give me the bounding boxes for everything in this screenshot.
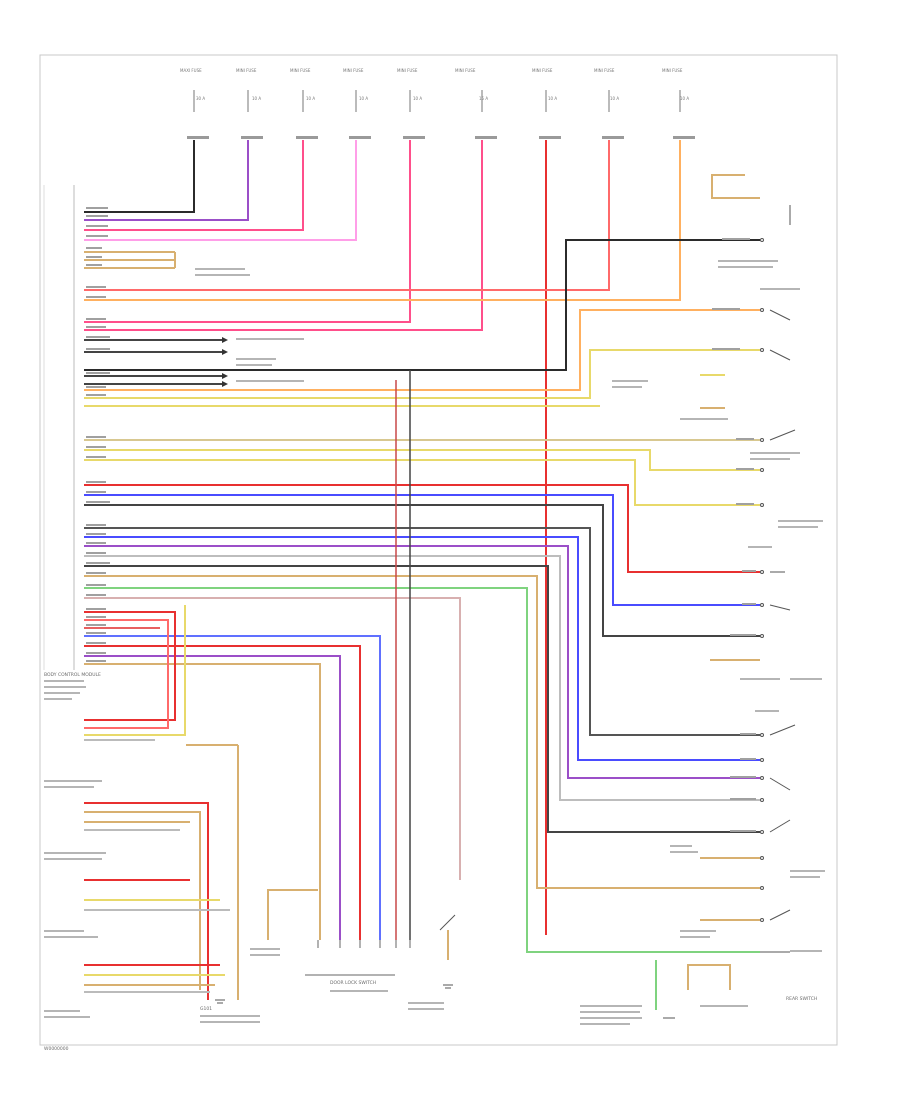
fuse-3: MINI FUSE 10 A xyxy=(290,68,315,101)
svg-text:10 A: 10 A xyxy=(306,96,315,101)
fuse-1-name: MAXI FUSE xyxy=(180,68,202,73)
bottom-connector xyxy=(305,940,411,976)
component-label-marks xyxy=(44,260,825,1025)
svg-text:15 A: 15 A xyxy=(479,96,488,101)
svg-text:10 A: 10 A xyxy=(359,96,368,101)
svg-text:10 A: 10 A xyxy=(610,96,619,101)
fuse-7: MINI FUSE 10 A xyxy=(532,68,557,101)
fuse-row: MAXI FUSE 30 A MINI FUSE 10 A MINI FUSE 10 … xyxy=(180,68,689,101)
wire-code-labels xyxy=(86,207,756,832)
svg-text:MINI FUSE: MINI FUSE xyxy=(343,68,364,73)
fuse-1: MAXI FUSE 30 A xyxy=(180,68,205,101)
door-lock-switch-label: DOOR LOCK SWITCH xyxy=(330,980,376,986)
svg-text:MINI FUSE: MINI FUSE xyxy=(455,68,476,73)
ground-symbols xyxy=(215,984,675,1019)
svg-text:MINI FUSE: MINI FUSE xyxy=(236,68,257,73)
component-stubs xyxy=(700,374,760,921)
switch-symbols xyxy=(439,205,796,953)
fuse-2: MINI FUSE 10 A xyxy=(236,68,261,101)
svg-text:MINI FUSE: MINI FUSE xyxy=(397,68,418,73)
rear-switch-label: REAR SWITCH xyxy=(786,996,817,1002)
svg-text:10 A: 10 A xyxy=(548,96,557,101)
wires xyxy=(84,140,760,1010)
fuse-9: MINI FUSE 10 A xyxy=(662,68,689,101)
footer-code: W0000000 xyxy=(44,1046,69,1052)
main-module-label: BODY CONTROL MODULE xyxy=(44,672,101,678)
svg-text:10 A: 10 A xyxy=(413,96,422,101)
svg-text:MINI FUSE: MINI FUSE xyxy=(662,68,683,73)
svg-text:MINI FUSE: MINI FUSE xyxy=(532,68,553,73)
connector-labels xyxy=(187,136,695,139)
svg-text:30 A: 30 A xyxy=(196,96,205,101)
arrow-markers xyxy=(222,337,228,387)
fuse-8: MINI FUSE 10 A xyxy=(594,68,619,101)
ground-label: G101 xyxy=(200,1006,212,1012)
fuse-4: MINI FUSE 10 A xyxy=(343,68,368,101)
fuse-symbols xyxy=(193,90,681,112)
svg-text:MINI FUSE: MINI FUSE xyxy=(594,68,615,73)
svg-text:10 A: 10 A xyxy=(252,96,261,101)
fuse-5: MINI FUSE 10 A xyxy=(397,68,422,101)
fuse-6: MINI FUSE 15 A xyxy=(455,68,488,101)
diagram-frame xyxy=(39,54,838,1046)
svg-text:MINI FUSE: MINI FUSE xyxy=(290,68,311,73)
svg-text:10 A: 10 A xyxy=(680,96,689,101)
